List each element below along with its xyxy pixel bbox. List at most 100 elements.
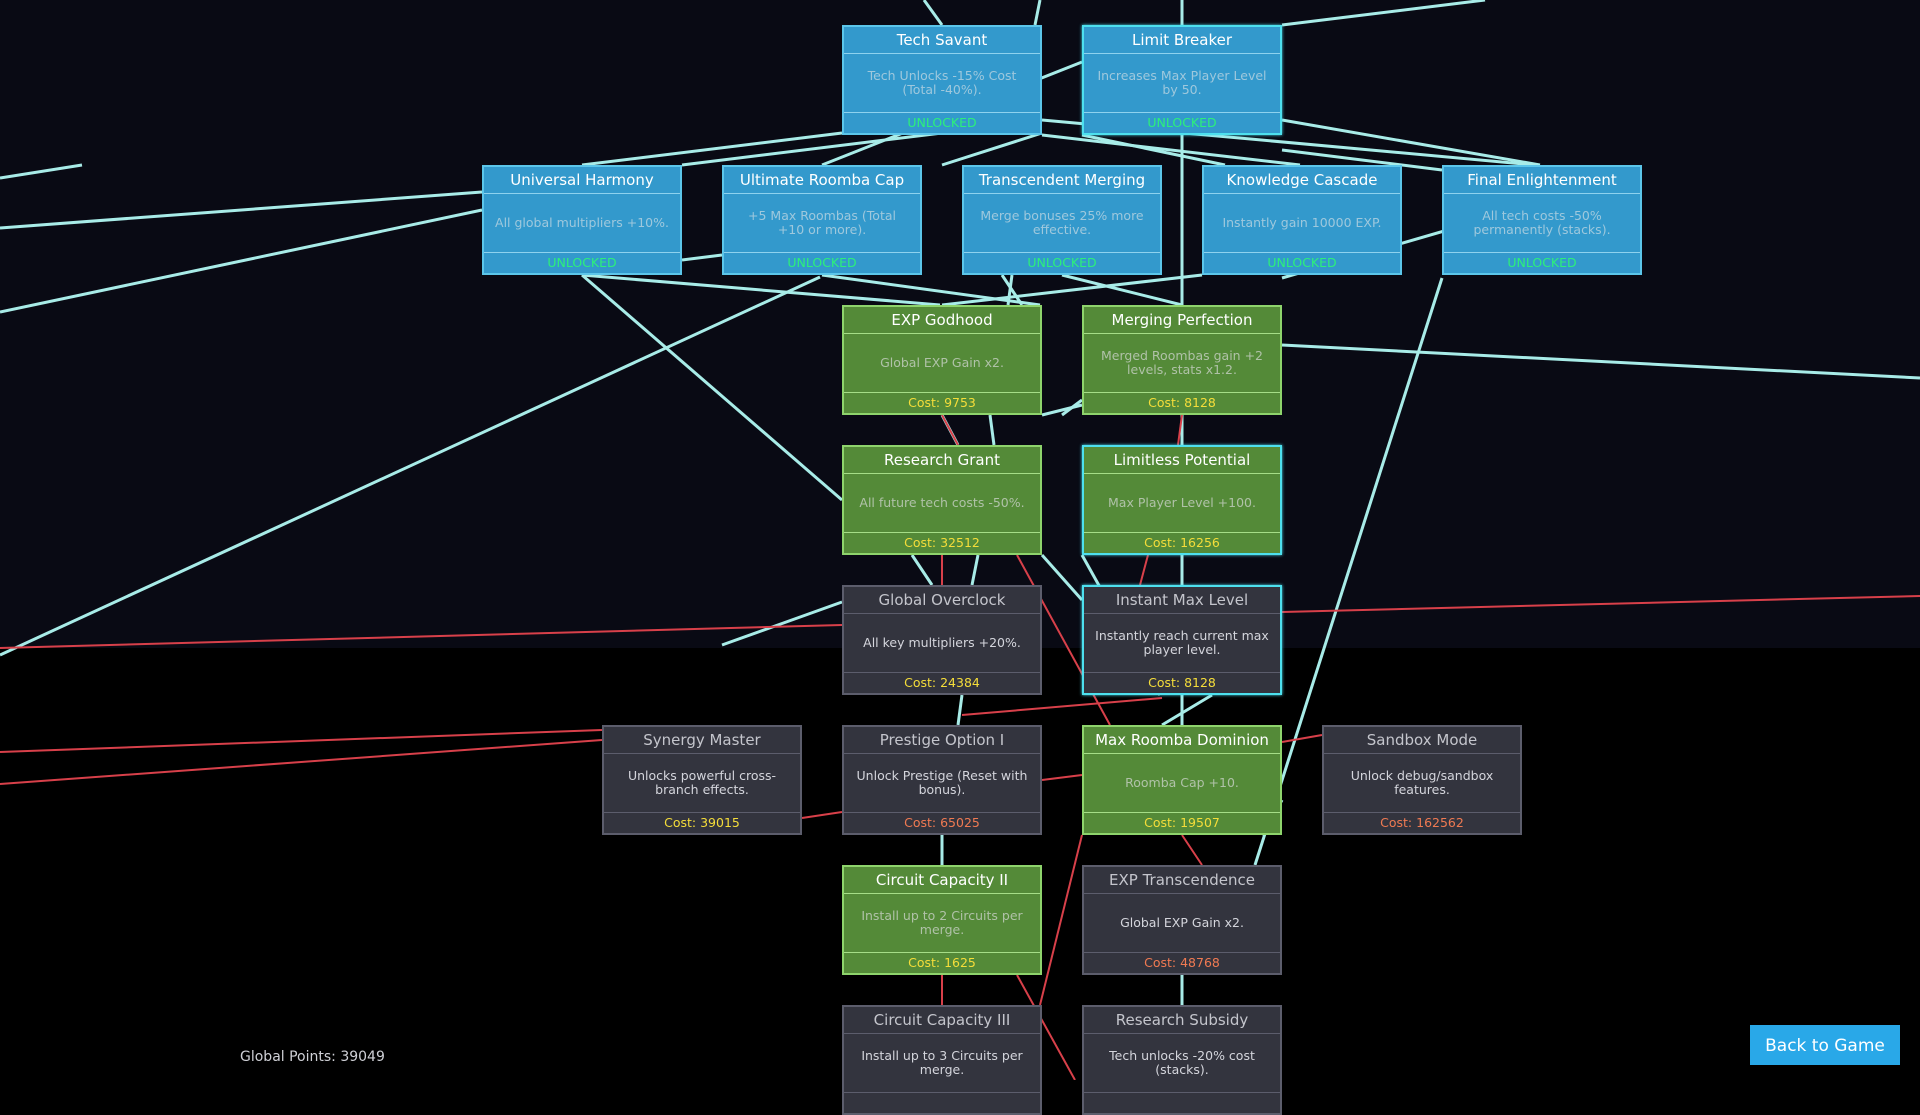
link-unlocked xyxy=(0,208,483,314)
link-unlocked xyxy=(1161,693,1213,727)
tech-node-title: EXP Transcendence xyxy=(1084,867,1280,894)
link-unlocked xyxy=(0,190,483,230)
tech-node-description: Instantly reach current max player level… xyxy=(1095,628,1269,657)
link-unlocked xyxy=(1281,148,1443,172)
link-unlocked xyxy=(581,273,941,307)
tech-node-cost: Cost: 8128 xyxy=(1084,672,1280,693)
tech-node-cost xyxy=(844,1092,1040,1113)
link-unlocked xyxy=(910,554,934,586)
tech-node-title: Limitless Potential xyxy=(1084,447,1280,474)
tech-node-cost: Cost: 9753 xyxy=(844,392,1040,413)
tech-node-cost: Cost: 19507 xyxy=(1084,812,1280,833)
tech-node-description: Merged Roombas gain +2 levels, stats x1.… xyxy=(1101,348,1263,377)
link-unlocked xyxy=(0,163,83,180)
tech-node-status: UNLOCKED xyxy=(844,112,1040,133)
tech-node-title: Ultimate Roomba Cap xyxy=(724,167,920,194)
tech-node-title: Global Overclock xyxy=(844,587,1040,614)
tech-node-description: All global multipliers +10%. xyxy=(495,215,669,230)
tech-node-description: Unlock Prestige (Reset with bonus). xyxy=(856,768,1028,797)
link-unlocked xyxy=(681,253,723,262)
tech-node-title: Final Enlightenment xyxy=(1444,167,1640,194)
link-locked xyxy=(801,811,843,819)
tech-node-status: UNLOCKED xyxy=(1084,112,1280,133)
tech-node-circuit-capacity-iii[interactable]: Circuit Capacity III Install up to 3 Circ… xyxy=(842,1005,1042,1115)
link-locked xyxy=(1177,414,1183,446)
tech-node-cost: Cost: 48768 xyxy=(1084,952,1280,973)
link-locked xyxy=(1041,774,1083,781)
tech-node-title: EXP Godhood xyxy=(844,307,1040,334)
tech-node-title: Tech Savant xyxy=(844,27,1040,54)
link-unlocked xyxy=(1040,554,1084,601)
tech-node-description: Tech unlocks -20% cost (stacks). xyxy=(1109,1048,1255,1077)
link-unlocked xyxy=(721,600,843,647)
link-unlocked xyxy=(821,273,1041,307)
tech-node-description: Tech Unlocks -15% Cost (Total -40%). xyxy=(867,68,1017,97)
link-unlocked xyxy=(681,131,943,167)
link-locked xyxy=(1281,595,1920,613)
tech-node-cost: Cost: 32512 xyxy=(844,532,1040,553)
tech-node-description: +5 Max Roombas (Total +10 or more). xyxy=(748,208,896,237)
tech-node-description: Increases Max Player Level by 50. xyxy=(1097,68,1267,97)
tech-node-description: Merge bonuses 25% more effective. xyxy=(980,208,1144,237)
tech-node-title: Max Roomba Dominion xyxy=(1084,727,1280,754)
link-unlocked xyxy=(1041,403,1083,417)
tech-node-ultimate-roomba-cap[interactable]: Ultimate Roomba Cap +5 Max Roombas (Total… xyxy=(722,165,922,275)
tech-node-title: Synergy Master xyxy=(604,727,800,754)
link-unlocked xyxy=(941,131,1043,167)
link-locked xyxy=(0,624,843,649)
tech-node-description: Unlocks powerful cross-branch effects. xyxy=(627,768,777,797)
tech-node-title: Circuit Capacity III xyxy=(844,1007,1040,1034)
link-unlocked xyxy=(1041,133,1301,167)
link-unlocked xyxy=(1000,274,1024,306)
global-points: Global Points: 39049 xyxy=(240,1049,385,1065)
tech-node-status: UNLOCKED xyxy=(1444,252,1640,273)
link-unlocked xyxy=(0,275,821,657)
link-locked xyxy=(1016,974,1076,1080)
tech-node-title: Research Grant xyxy=(844,447,1040,474)
tech-node-title: Research Subsidy xyxy=(1084,1007,1280,1034)
tech-node-title: Knowledge Cascade xyxy=(1204,167,1400,194)
link-locked xyxy=(961,697,1163,716)
link-unlocked xyxy=(956,694,964,726)
link-locked xyxy=(0,729,603,753)
tech-node-description: Install up to 3 Circuits per merge. xyxy=(861,1048,1023,1077)
tech-node-description: Unlock debug/sandbox features. xyxy=(1350,768,1494,797)
tech-node-cost: Cost: 39015 xyxy=(604,812,800,833)
tech-node-status: UNLOCKED xyxy=(1204,252,1400,273)
tech-node-description: All key multipliers +20%. xyxy=(863,635,1021,650)
link-locked xyxy=(1281,734,1323,743)
tech-node-cost: Cost: 16256 xyxy=(1084,532,1280,553)
tech-node-description: Global EXP Gain x2. xyxy=(1120,915,1244,930)
tech-node-status: UNLOCKED xyxy=(724,252,920,273)
back-to-game-button[interactable]: Back to Game xyxy=(1750,1025,1900,1065)
link-unlocked xyxy=(581,131,843,167)
tech-node-description: Roomba Cap +10. xyxy=(1125,775,1239,790)
tech-node-cost: Cost: 162562 xyxy=(1324,812,1520,833)
tech-node-title: Circuit Capacity II xyxy=(844,867,1040,894)
link-locked xyxy=(1016,554,1111,726)
link-unlocked xyxy=(1253,277,1444,866)
tech-node-status: UNLOCKED xyxy=(484,252,680,273)
tech-node-cost: Cost: 65025 xyxy=(844,812,1040,833)
tech-node-cost xyxy=(1084,1092,1280,1113)
tech-node-title: Merging Perfection xyxy=(1084,307,1280,334)
